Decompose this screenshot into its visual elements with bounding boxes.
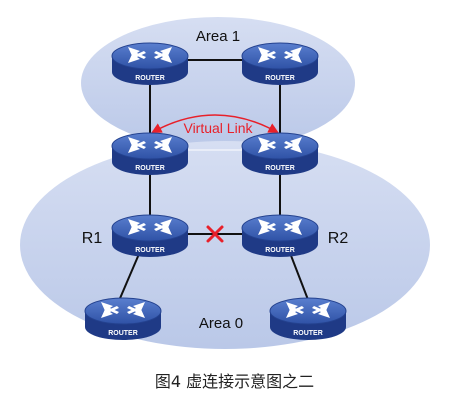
router-badge: ROUTER <box>135 247 165 254</box>
area-0-label: Area 0 <box>199 315 243 332</box>
router-abr-left: ROUTER <box>111 132 189 176</box>
router-area1-right: ROUTER <box>241 42 319 86</box>
router-r1: ROUTER <box>111 214 189 258</box>
router-badge: ROUTER <box>265 165 295 172</box>
router-badge: ROUTER <box>265 75 295 82</box>
router-area1-left: ROUTER <box>111 42 189 86</box>
router-abr-right: ROUTER <box>241 132 319 176</box>
router-r2-label: R2 <box>328 230 349 247</box>
router-bottom-left: ROUTER <box>84 297 162 341</box>
router-badge: ROUTER <box>135 75 165 82</box>
router-badge: ROUTER <box>108 330 138 337</box>
virtual-link-arc <box>151 114 279 134</box>
router-badge: ROUTER <box>293 330 323 337</box>
router-badge: ROUTER <box>135 165 165 172</box>
broken-link-x-icon <box>206 225 224 243</box>
router-badge: ROUTER <box>265 247 295 254</box>
router-r2: ROUTER <box>241 214 319 258</box>
router-r1-label: R1 <box>82 230 103 247</box>
area-1-label: Area 1 <box>196 28 240 45</box>
figure-caption: 图4 虚连接示意图之二 <box>154 372 315 391</box>
area-0-region <box>20 141 430 349</box>
router-bottom-right: ROUTER <box>269 297 347 341</box>
virtual-link-label: Virtual Link <box>183 120 253 136</box>
